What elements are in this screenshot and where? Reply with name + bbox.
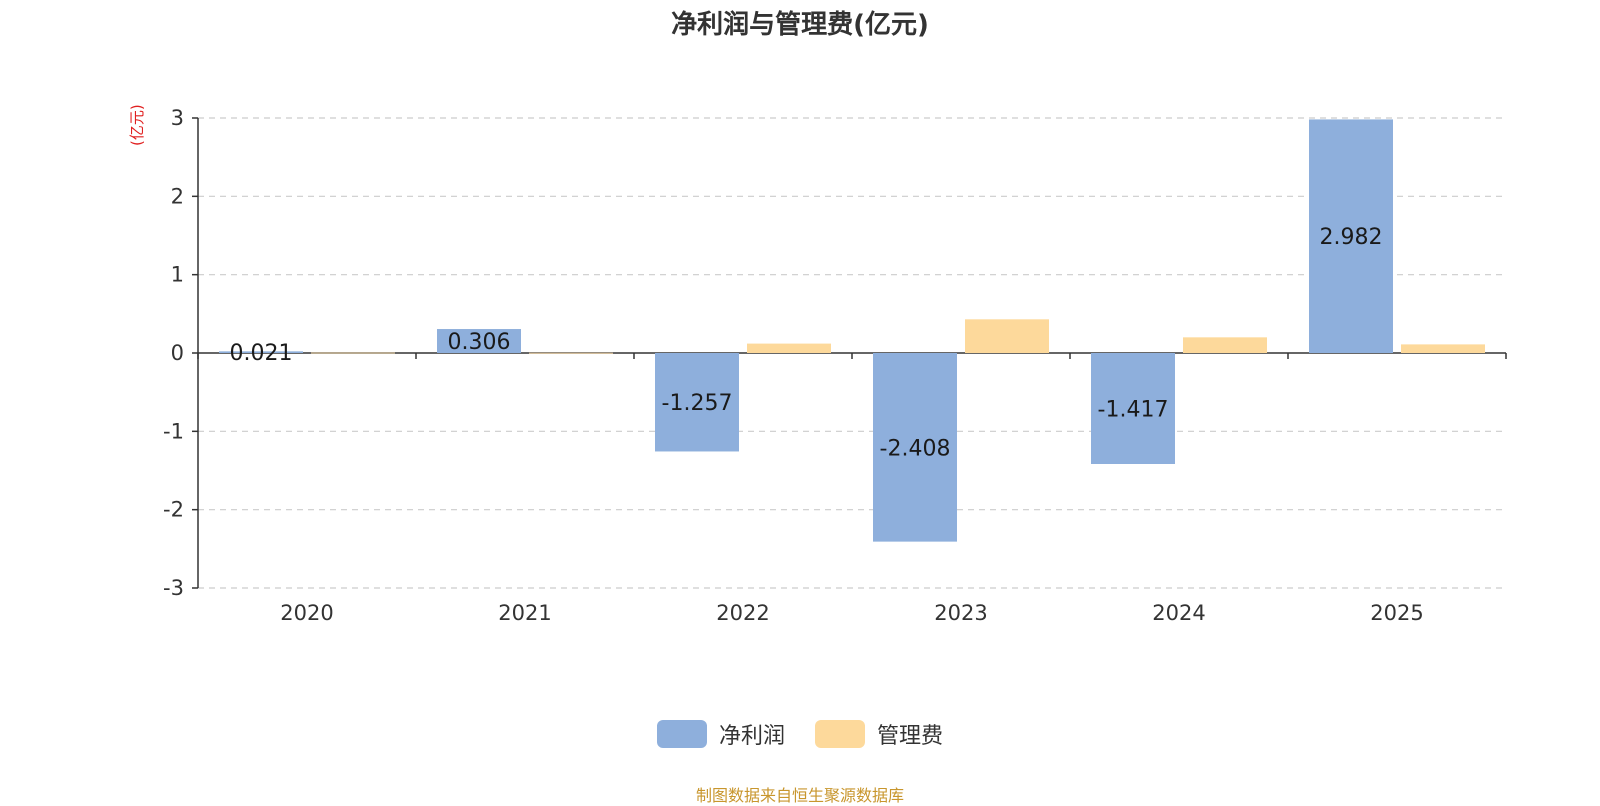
legend-swatch-management-fee bbox=[815, 720, 865, 748]
data-label-2021: 0.306 bbox=[448, 330, 511, 355]
bar-management-fee-2020[interactable] bbox=[311, 352, 395, 354]
data-label-2023: -2.408 bbox=[880, 436, 951, 461]
legend-item-net-profit[interactable]: 净利润 bbox=[656, 718, 785, 750]
legend-label-net-profit: 净利润 bbox=[718, 724, 785, 749]
chart-title: 净利润与管理费(亿元) bbox=[671, 10, 929, 40]
bar-net-profit-2021[interactable] bbox=[437, 329, 521, 353]
y-tick-label: -3 bbox=[163, 576, 184, 600]
bar-management-fee-2023[interactable] bbox=[965, 319, 1049, 353]
data-labels: 0.021 0.306 -1.257 -2.408 -1.417 2.982 bbox=[230, 225, 1383, 461]
legend-label-management-fee: 管理费 bbox=[877, 724, 944, 749]
grid-lines bbox=[198, 117, 1506, 589]
data-label-2025: 2.982 bbox=[1320, 225, 1383, 250]
y-tick-label: 3 bbox=[171, 106, 184, 130]
y-tick-label: 0 bbox=[171, 341, 184, 365]
y-tick-label: -2 bbox=[163, 498, 184, 522]
y-tick-label: 1 bbox=[171, 263, 184, 287]
x-tick-label: 2024 bbox=[1152, 601, 1205, 625]
legend: 净利润 管理费 bbox=[0, 718, 1600, 750]
bar-management-fee-2022[interactable] bbox=[747, 343, 831, 353]
x-tick-label: 2021 bbox=[498, 601, 551, 625]
bar-net-profit-2023[interactable] bbox=[873, 353, 957, 542]
bar-management-fee-2024[interactable] bbox=[1183, 337, 1267, 353]
x-tick-label: 2022 bbox=[716, 601, 769, 625]
axes: 3 2 1 0 -1 -2 -3 2020 2021 2022 2023 2024 2025 bbox=[163, 106, 1507, 625]
legend-item-management-fee[interactable]: 管理费 bbox=[815, 718, 943, 750]
legend-swatch-net-profit bbox=[656, 720, 707, 748]
bar-net-profit-2022[interactable] bbox=[655, 353, 739, 452]
bar-net-profit-2024[interactable] bbox=[1091, 353, 1175, 464]
bar-management-fee-2021[interactable] bbox=[529, 352, 613, 354]
bar-net-profit-2020[interactable] bbox=[219, 351, 303, 353]
y-tick-label: -1 bbox=[163, 419, 184, 443]
x-tick-label: 2025 bbox=[1370, 601, 1423, 625]
data-label-2020: 0.021 bbox=[230, 341, 293, 366]
bars bbox=[219, 119, 1485, 542]
data-label-2022: -1.257 bbox=[662, 391, 733, 416]
data-source-note: 制图数据来自恒生聚源数据库 bbox=[695, 786, 904, 805]
x-tick-label: 2023 bbox=[934, 601, 987, 625]
bar-management-fee-2025[interactable] bbox=[1401, 344, 1485, 353]
bar-net-profit-2025[interactable] bbox=[1309, 119, 1393, 353]
data-label-2024: -1.417 bbox=[1098, 397, 1169, 422]
y-tick-label: 2 bbox=[171, 184, 184, 208]
x-tick-label: 2020 bbox=[280, 601, 333, 625]
